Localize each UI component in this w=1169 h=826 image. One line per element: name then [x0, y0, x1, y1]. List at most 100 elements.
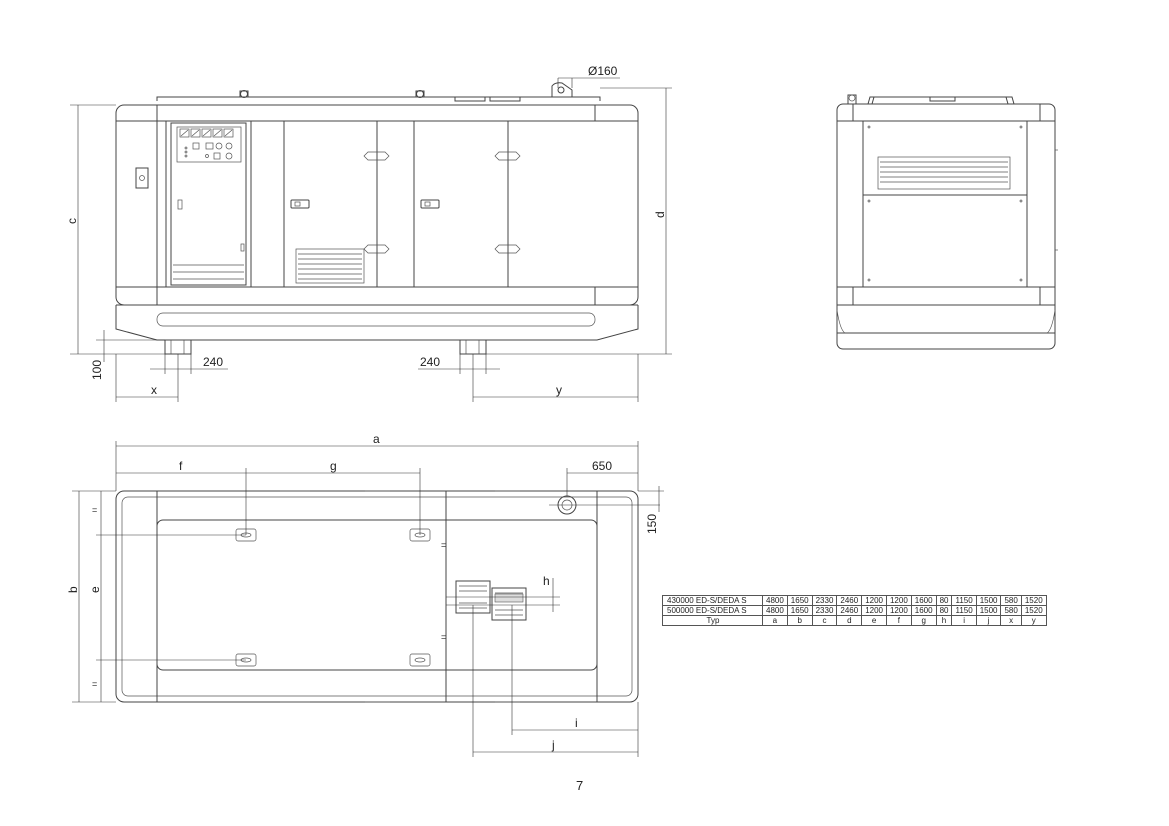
table-header-cell: j	[975, 615, 1002, 626]
table-cell: 1200	[885, 605, 912, 616]
table-cell: 80	[935, 605, 953, 616]
cable-entry-right	[491, 587, 527, 621]
dim-240-left-label: 240	[203, 355, 223, 369]
hinge-set-1	[363, 151, 390, 254]
table-cell: 4800	[762, 595, 788, 606]
dim-y: y	[472, 354, 639, 402]
table-header-row: Typ a b c d e f g h i j x y	[662, 615, 1047, 626]
exhaust-outlet-plan	[549, 495, 660, 515]
table-cell: 1500	[975, 595, 1002, 606]
control-panel	[176, 126, 242, 163]
table-cell: 1200	[885, 595, 912, 606]
table-cell: 2330	[811, 595, 838, 606]
table-header-cell: g	[910, 615, 937, 626]
lifting-eye-left	[239, 90, 249, 98]
dim-x: x	[115, 354, 179, 402]
table-cell: 1650	[786, 595, 813, 606]
dim-diameter: Ø160	[557, 64, 620, 88]
dim-d-label: d	[653, 211, 667, 218]
top-view: = = = = a f g 650 150	[66, 432, 664, 757]
dim-d: d	[486, 87, 672, 355]
page-number: 7	[576, 778, 584, 793]
table-header-cell: a	[762, 615, 788, 626]
equal-mark-4: =	[441, 632, 446, 642]
table-header-cell: b	[786, 615, 813, 626]
dim-x-label: x	[151, 383, 157, 397]
dim-150: 150	[638, 486, 664, 534]
equal-mark-2: =	[92, 679, 97, 689]
table-cell: 1600	[910, 605, 937, 616]
side-view	[836, 94, 1058, 350]
table-header-cell: x	[1000, 615, 1022, 626]
table-cell: 1520	[1020, 605, 1047, 616]
table-cell: 1650	[786, 605, 813, 616]
dim-c: c	[65, 104, 165, 355]
table-cell: 2460	[836, 595, 863, 606]
table-row: 430000 ED-S/DEDA S 4800 1650 2330 2460 1…	[662, 595, 1047, 606]
dim-a: a	[115, 432, 639, 491]
table-cell: 580	[1000, 595, 1022, 606]
dim-240-right-label: 240	[420, 355, 440, 369]
dim-i: i	[511, 605, 638, 735]
table-cell: 80	[935, 595, 953, 606]
table-header-cell: f	[885, 615, 912, 626]
dim-f-label: f	[179, 459, 183, 473]
dim-c-label: c	[65, 218, 79, 224]
table-cell: 2460	[836, 605, 863, 616]
table-header-cell: Typ	[662, 615, 763, 626]
foot-right	[459, 339, 487, 355]
dim-650-label: 650	[592, 459, 612, 473]
table-cell: 1200	[861, 595, 887, 606]
dim-h-label: h	[543, 574, 550, 588]
table-cell: 430000 ED-S/DEDA S	[662, 595, 763, 606]
equal-mark-3: =	[441, 540, 446, 550]
table-cell: 1150	[951, 605, 977, 616]
dim-100: 100	[90, 330, 165, 380]
table-cell: 1600	[910, 595, 937, 606]
front-view: Ø160 c d 100 240 240	[65, 64, 672, 402]
table-cell: 1150	[951, 595, 977, 606]
dim-y-label: y	[556, 383, 562, 397]
dim-650: 650	[566, 459, 638, 496]
table-header-cell: h	[935, 615, 953, 626]
dim-g: g	[246, 459, 421, 535]
table-cell: 1520	[1020, 595, 1047, 606]
table-cell: 500000 ED-S/DEDA S	[662, 605, 763, 616]
dim-h: h	[446, 574, 560, 612]
table-header-cell: i	[951, 615, 977, 626]
dim-100-label: 100	[90, 360, 104, 380]
dim-a-label: a	[373, 432, 380, 446]
lifting-eye-right	[415, 90, 425, 98]
dim-b: b	[66, 490, 116, 703]
equal-mark-1: =	[92, 505, 97, 515]
hinge-set-2	[494, 151, 521, 254]
dim-i-label: i	[575, 716, 578, 730]
mount-hole-bottom-right	[409, 653, 431, 667]
table-header-cell: d	[836, 615, 863, 626]
table-cell: 2330	[811, 605, 838, 616]
table-cell: 4800	[762, 605, 788, 616]
foot-left	[164, 339, 192, 355]
table-header-cell: c	[811, 615, 838, 626]
dim-j-label: j	[551, 738, 555, 752]
table-cell: 1200	[861, 605, 887, 616]
dim-e-label: e	[88, 586, 102, 593]
table-row: 500000 ED-S/DEDA S 4800 1650 2330 2460 1…	[662, 605, 1047, 616]
dim-g-label: g	[330, 459, 337, 473]
dim-150-label: 150	[645, 514, 659, 534]
table-cell: 580	[1000, 605, 1022, 616]
spec-table: 430000 ED-S/DEDA S 4800 1650 2330 2460 1…	[662, 595, 1047, 626]
table-header-cell: y	[1020, 615, 1047, 626]
dim-b-label: b	[66, 586, 80, 593]
louver-vent	[295, 248, 365, 284]
dim-240-left: 240	[150, 354, 228, 374]
dim-diameter-label: Ø160	[588, 64, 618, 78]
dim-e: e	[88, 491, 246, 702]
dim-240-right: 240	[418, 354, 500, 374]
table-header-cell: e	[861, 615, 887, 626]
exhaust-outlet	[551, 82, 573, 97]
side-louver	[877, 156, 1011, 190]
dim-j: j	[472, 605, 639, 757]
table-cell: 1500	[975, 605, 1002, 616]
